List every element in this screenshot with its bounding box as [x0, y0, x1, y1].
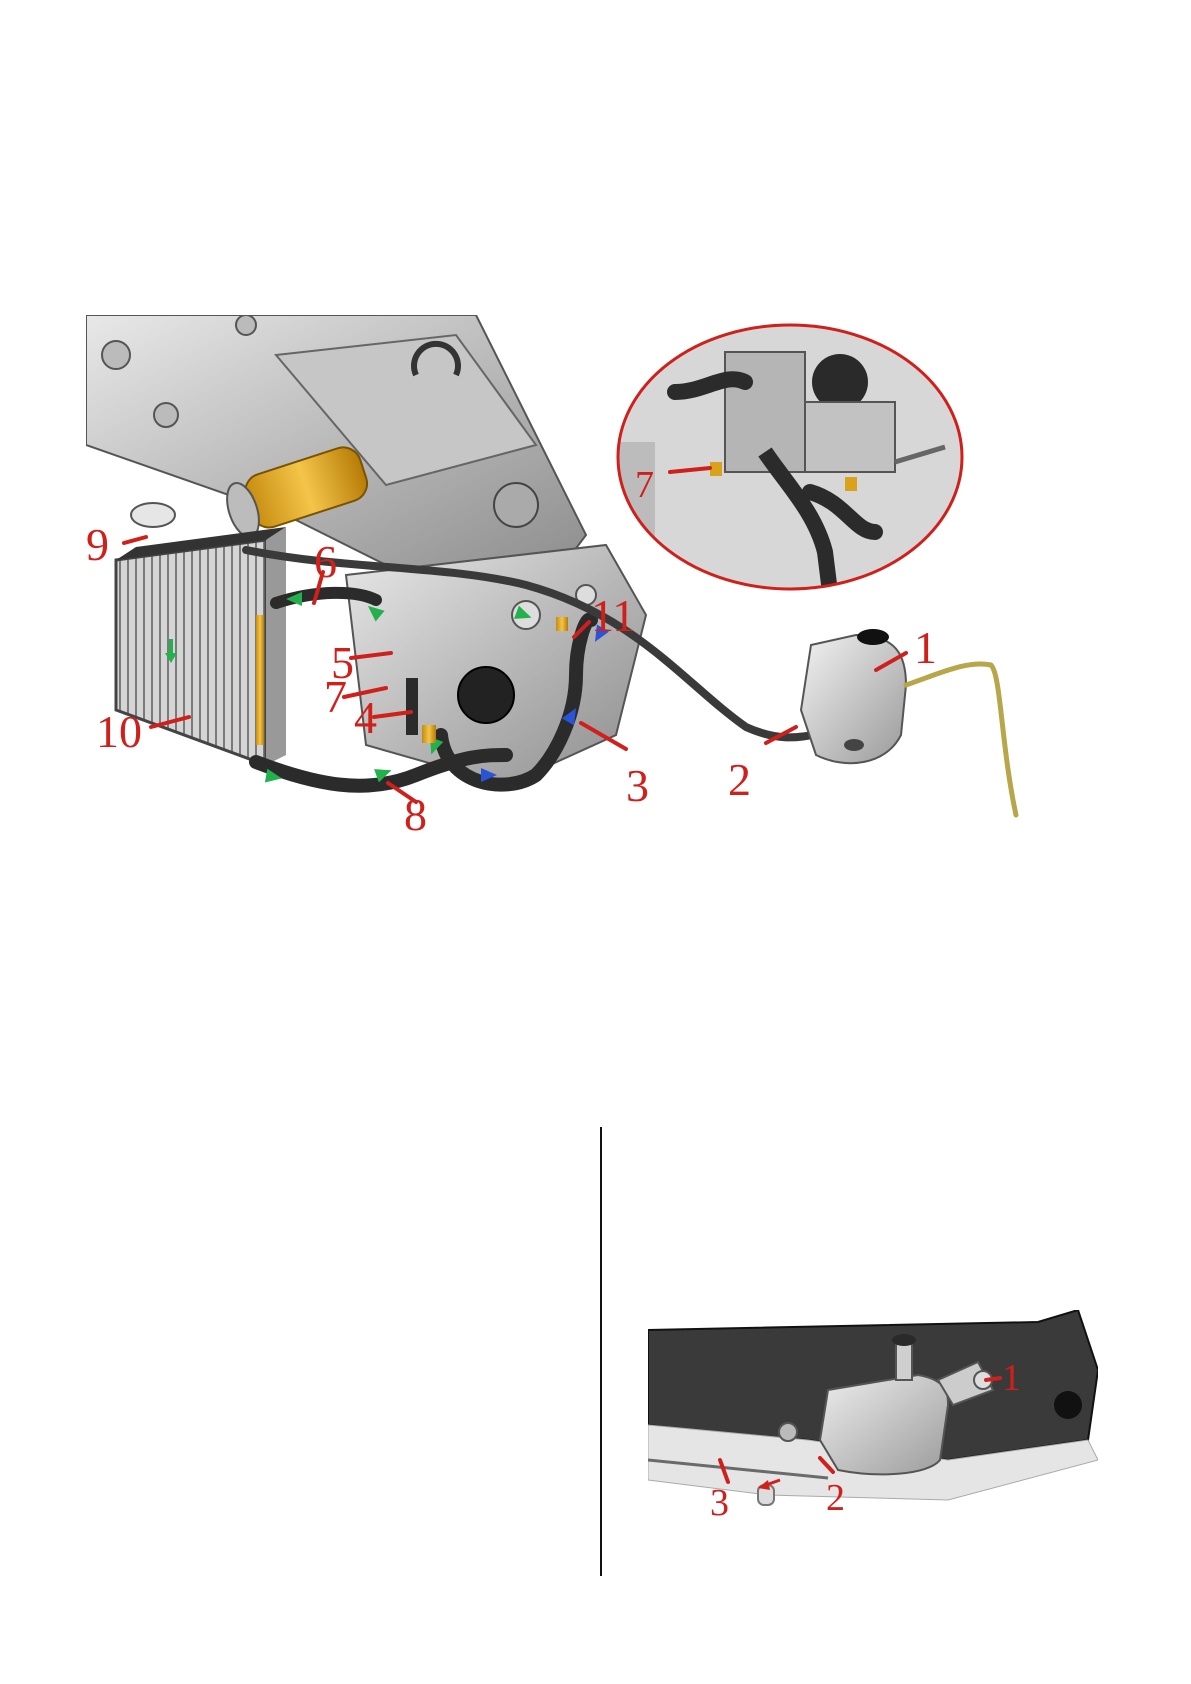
callout-9: 9: [86, 519, 109, 570]
callout-6: 6: [314, 536, 337, 587]
hose-clamp: [556, 617, 568, 631]
reservoir-tank: [801, 629, 1016, 815]
reservoir-mount-illustration: 1 2 3: [648, 1310, 1098, 1530]
callout-11: 11: [591, 590, 635, 641]
callout-4: 4: [354, 692, 377, 743]
mount-callout-1: 1: [1002, 1357, 1021, 1399]
mount-callout-2: 2: [826, 1477, 845, 1519]
callout-1: 1: [914, 622, 937, 673]
detail-inset: 7: [615, 322, 965, 592]
callout-8: 8: [404, 789, 427, 840]
callout-2: 2: [728, 754, 751, 805]
callout-10: 10: [96, 706, 142, 757]
detail-inset-drawing: 7: [615, 322, 965, 592]
callout-3: 3: [626, 760, 649, 811]
radiator-cap: [131, 503, 175, 527]
mount-callout-3: 3: [710, 1482, 729, 1524]
inset-callout-7: 7: [635, 464, 654, 506]
reservoir-mount-drawing: 1 2 3: [648, 1310, 1098, 1530]
column-divider: [600, 1127, 602, 1576]
hose-clamp: [422, 725, 436, 743]
callout-7: 7: [324, 671, 347, 722]
